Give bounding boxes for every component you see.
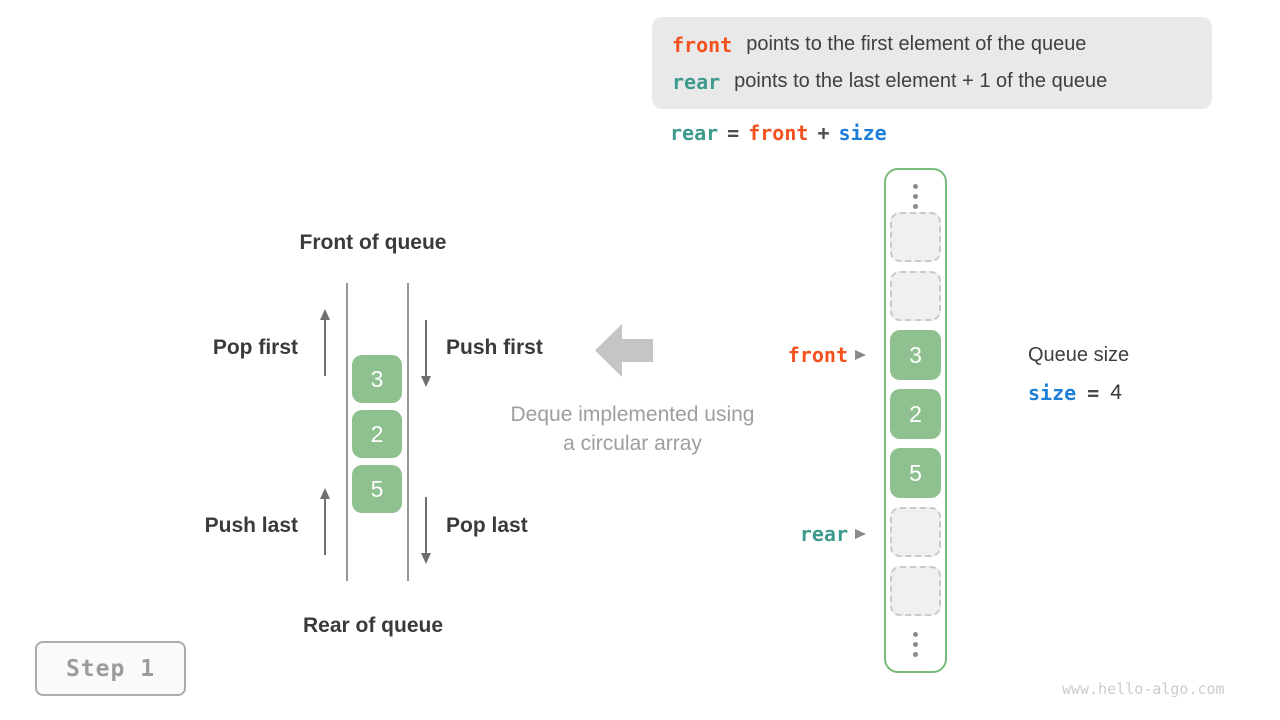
front-description: points to the first element of the queue [746,33,1087,55]
rear-of-queue-label: Rear of queue [302,614,444,637]
array-cell-empty [890,507,941,557]
legend-box: front points to the first element of the… [652,17,1212,109]
front-pointer-arrow-icon [855,350,866,360]
watermark: www.hello-algo.com [1062,680,1225,698]
step-indicator: Step 1 [35,641,186,696]
equation-size-token: size [838,121,887,145]
front-pointer: front [762,343,866,367]
array-cell-empty [890,212,941,262]
left-block-arrow-icon [595,324,653,377]
deque-item: 3 [352,355,402,403]
front-pointer-label: front [787,343,848,367]
size-value: 4 [1110,381,1122,404]
queue-size-equation: size = 4 [1028,381,1122,405]
front-of-queue-label: Front of queue [299,231,447,254]
pop-last-label: Pop last [446,514,528,537]
deque-item: 2 [352,410,402,458]
legend-line-rear: rear points to the last element + 1 of t… [672,63,1212,100]
ellipsis-bottom-icon [913,632,918,657]
equation-equals-sign: = [727,121,740,145]
queue-wall-left-line [346,283,348,581]
pop-last-down-arrow-icon [421,497,431,564]
rear-pointer-label: rear [799,522,848,546]
equation-plus-sign: + [817,121,830,145]
pop-first-up-arrow-icon [320,309,330,376]
deque-caption-line2: a circular array [563,432,702,455]
size-token: size [1028,381,1077,405]
rear-pointer-arrow-icon [855,529,866,539]
rear-pointer: rear [762,522,866,546]
queue-wall-right-line [407,283,409,581]
front-token: front [672,32,733,57]
array-cell-value: 2 [890,389,941,439]
deque-item: 5 [352,465,402,513]
ellipsis-top-icon [913,184,918,209]
equation-rear-token: rear [670,121,719,145]
push-last-up-arrow-icon [320,488,330,555]
array-cell-value: 3 [890,330,941,380]
array-cell-empty [890,566,941,616]
rear-token: rear [672,69,721,94]
equation-front-token: front [748,121,809,145]
rear-description: points to the last element + 1 of the qu… [734,70,1108,92]
array-cell-empty [890,271,941,321]
push-first-down-arrow-icon [421,320,431,387]
pointer-equation: rear = front + size [670,121,887,145]
deque-caption-line1: Deque implemented using [510,403,755,426]
push-last-label: Push last [204,514,298,537]
size-equals-sign: = [1087,381,1100,405]
array-cell-value: 5 [890,448,941,498]
queue-size-title: Queue size [1028,344,1130,366]
pop-first-label: Pop first [212,336,298,359]
deque-caption: Deque implemented using a circular array [480,400,785,458]
legend-line-front: front points to the first element of the… [672,26,1212,63]
push-first-label: Push first [446,336,543,359]
